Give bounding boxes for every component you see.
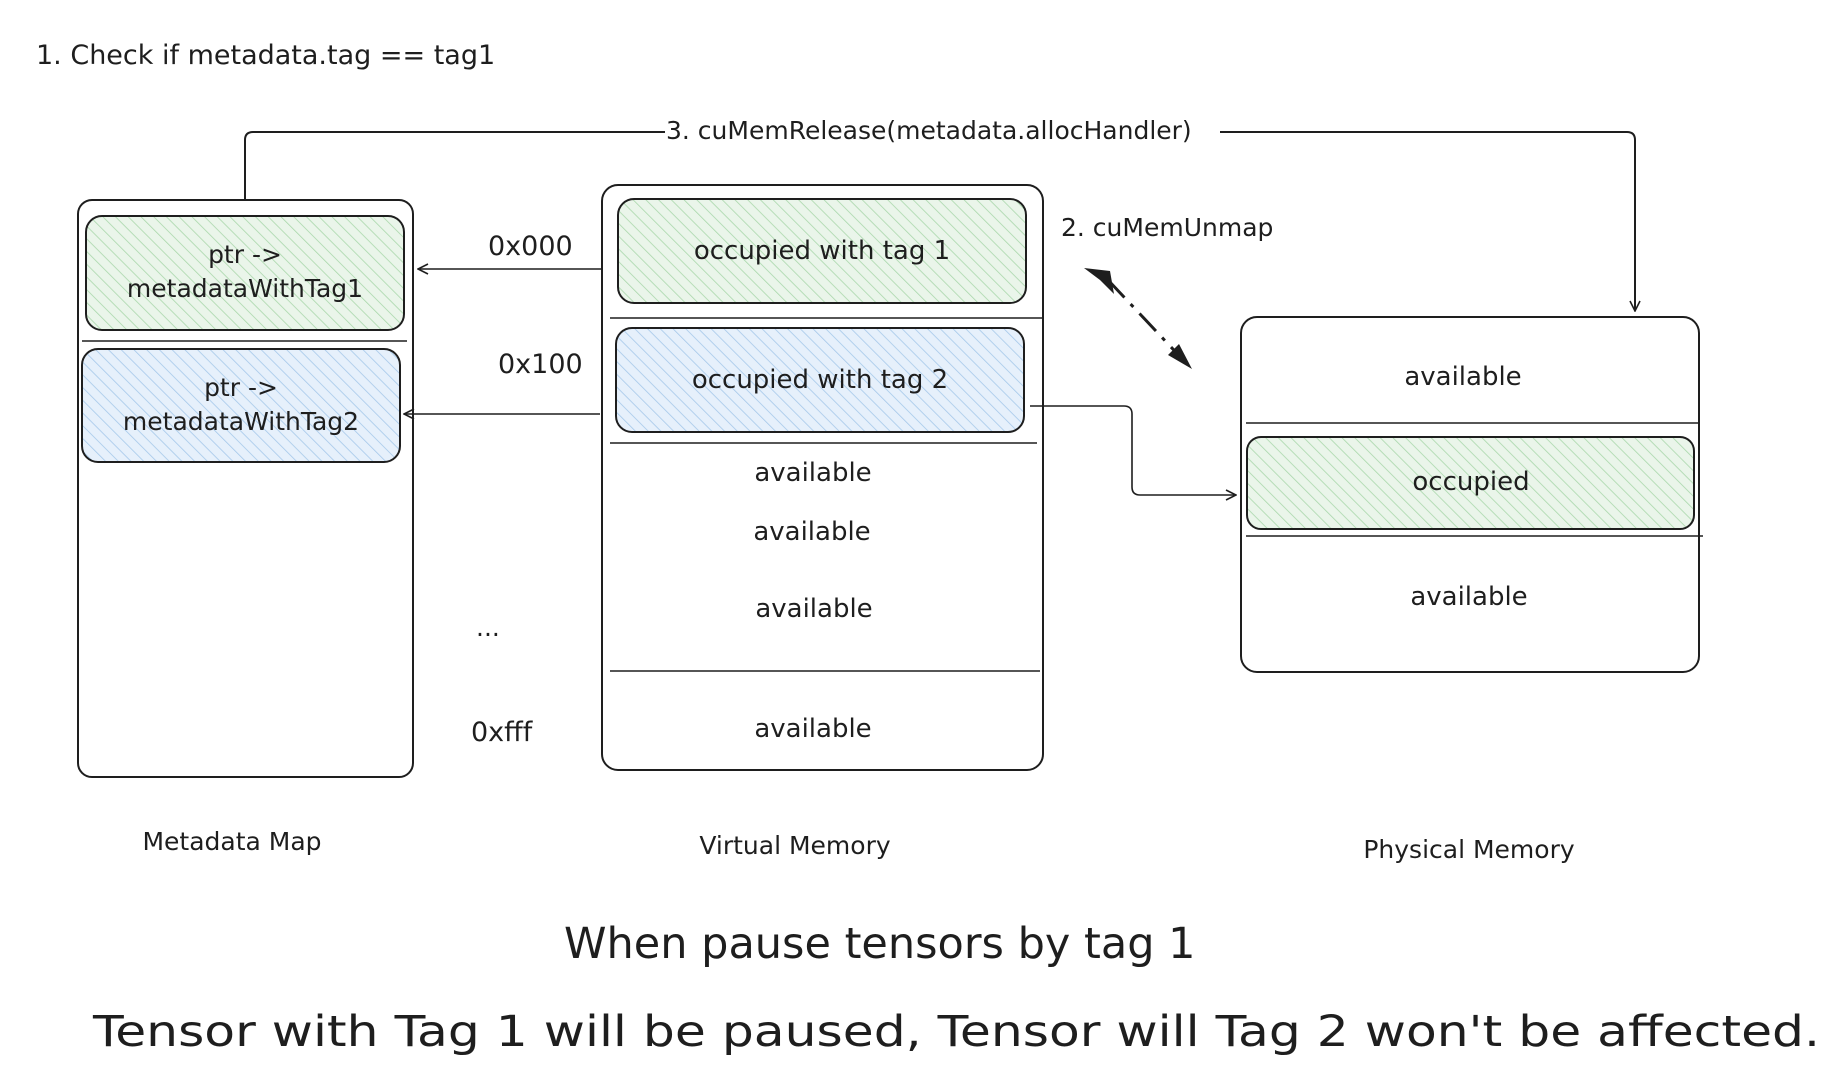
step1-label: 1. Check if metadata.tag == tag1 <box>36 40 495 71</box>
virtual-slot-label: occupied with tag 2 <box>692 365 948 395</box>
virtual-slot-label: available <box>754 714 871 744</box>
virtual-slot-label: occupied with tag 1 <box>694 236 950 266</box>
metadata-entry-2-line1: ptr -> <box>204 373 278 402</box>
address-ellipsis: ... <box>476 613 500 642</box>
release-connector-left <box>244 131 665 212</box>
physical-slot-label: occupied <box>1412 467 1529 497</box>
physical-slot-label: available <box>1404 362 1521 392</box>
virtual-slot-tag2 <box>615 327 1025 433</box>
virtual-slot-tag1 <box>617 198 1027 304</box>
metadata-entry-2-line2: metadataWithTag2 <box>123 407 359 436</box>
metadata-map-box <box>77 199 414 778</box>
metadata-entry-tag1 <box>85 215 405 331</box>
virtual-slot-label: available <box>755 594 872 624</box>
metadata-entry-tag2 <box>81 348 401 463</box>
virtual-slot-label: available <box>753 517 870 547</box>
physical-slot-label: available <box>1410 582 1527 612</box>
physical-slot-occupied <box>1246 436 1695 530</box>
metadata-entry-1-line1: ptr -> <box>208 240 282 269</box>
step2-label: 2. cuMemUnmap <box>1061 213 1273 242</box>
virtual-slot-label: available <box>754 458 871 488</box>
step3-label: 3. cuMemRelease(metadata.allocHandler) <box>666 116 1192 145</box>
physical-memory-label: Physical Memory <box>1363 835 1575 864</box>
virtual-memory-label: Virtual Memory <box>699 831 891 860</box>
address-label: 0x000 <box>488 231 573 262</box>
address-label: 0xfff <box>471 717 534 748</box>
metadata-map-label: Metadata Map <box>142 827 321 856</box>
metadata-entry-1-line2: metadataWithTag1 <box>127 274 363 303</box>
caption-title: When pause tensors by tag 1 <box>564 919 1196 969</box>
unmap-arrow-icon <box>1084 268 1192 369</box>
release-arrow <box>1220 131 1635 311</box>
address-label: 0x100 <box>498 349 583 380</box>
caption-subtitle: Tensor with Tag 1 will be paused, Tensor… <box>92 1007 1820 1057</box>
mapping-arrow <box>1030 405 1236 495</box>
